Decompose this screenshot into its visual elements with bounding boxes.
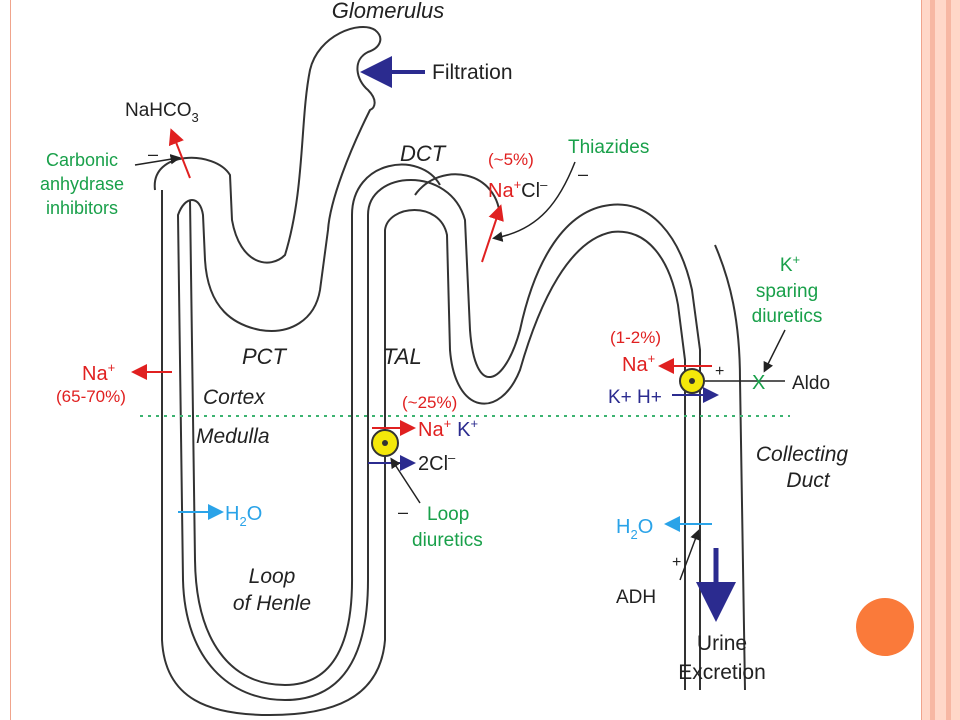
loh-h2o-label: H2O — [225, 503, 262, 529]
loop-diuretic-pointer — [390, 457, 421, 504]
k-sparing-label-1: K+ — [780, 252, 800, 276]
loop-diuretics-label-2: diuretics — [412, 530, 483, 551]
cd-transporter-core — [689, 378, 695, 384]
nahco3-arrow — [168, 128, 191, 179]
tal-transporter-core — [382, 440, 388, 446]
dct-nacl-label: Na+Cl– — [488, 177, 548, 202]
cai-label-3: inhibitors — [46, 198, 118, 218]
slide-frame-stripe — [930, 0, 935, 720]
urine-label-1: Urine — [697, 632, 747, 655]
cd-pct-label: (1-2%) — [610, 328, 661, 347]
cd-h2o-label: H2O — [616, 516, 653, 542]
nahco3-label: NaHCO3 — [125, 100, 199, 125]
cai-label-1: Carbonic — [46, 150, 118, 170]
cortex-label: Cortex — [203, 386, 266, 409]
thiazides-label: Thiazides — [568, 137, 649, 158]
thiazides-pointer — [492, 161, 576, 242]
collecting-duct-outer — [714, 244, 746, 691]
slide-frame-stripe — [946, 0, 951, 720]
glomerulus-label: Glomerulus — [332, 0, 444, 23]
pct-na-label: Na+ — [82, 360, 115, 385]
k-sparing-label-2: sparing — [756, 281, 818, 302]
slide-frame-left — [10, 0, 11, 720]
slide-frame-right — [921, 0, 960, 720]
slide-bullet-circle — [856, 598, 914, 656]
collecting-duct-label-2: Duct — [786, 469, 830, 492]
dct-nacl-arrow — [481, 204, 504, 263]
adh-plus: + — [672, 554, 681, 571]
tal-label: TAL — [383, 344, 422, 369]
collecting-duct-label-1: Collecting — [756, 443, 849, 466]
cd-kh-label: K+ H+ — [608, 387, 662, 408]
pct-na-pct-label: (65-70%) — [56, 387, 126, 406]
tal-pct-label: (~25%) — [402, 393, 457, 412]
loop-of-henle-label-1: Loop — [249, 565, 296, 588]
k-sparing-pointer — [763, 329, 786, 373]
cai-sign: – — [148, 144, 158, 164]
nephron-diagram: Glomerulus Filtration NaHCO3 – Carbonic … — [40, 0, 849, 717]
tubule-inner-wall — [161, 190, 686, 717]
pct-label: PCT — [242, 344, 288, 369]
dct-label: DCT — [400, 141, 447, 166]
tubule-outer-wall — [153, 25, 701, 702]
adh-pointer — [679, 529, 701, 581]
medulla-label: Medulla — [196, 425, 270, 448]
dct-pct-label: (~5%) — [488, 150, 534, 169]
cd-na-label: Na+ — [622, 351, 655, 376]
cai-pointer — [134, 154, 181, 166]
loop-diuretic-sign: – — [398, 502, 408, 522]
thiazides-sign: – — [578, 164, 588, 184]
filtration-label: Filtration — [432, 61, 513, 84]
loop-of-henle-label-2: of Henle — [233, 592, 311, 615]
k-sparing-label-3: diuretics — [752, 306, 823, 327]
tubule-inner-loop — [189, 163, 441, 687]
adh-label: ADH — [616, 587, 656, 608]
aldo-plus: + — [715, 363, 724, 380]
tal-nak-label: Na+K+ — [418, 416, 478, 441]
loop-diuretics-label-1: Loop — [427, 504, 469, 525]
cai-label-2: anhydrase — [40, 174, 124, 194]
tal-cl-label: 2Cl– — [418, 450, 456, 475]
aldo-x: X — [752, 372, 765, 394]
aldo-label: Aldo — [792, 373, 830, 394]
urine-label-2: Excretion — [678, 661, 766, 684]
